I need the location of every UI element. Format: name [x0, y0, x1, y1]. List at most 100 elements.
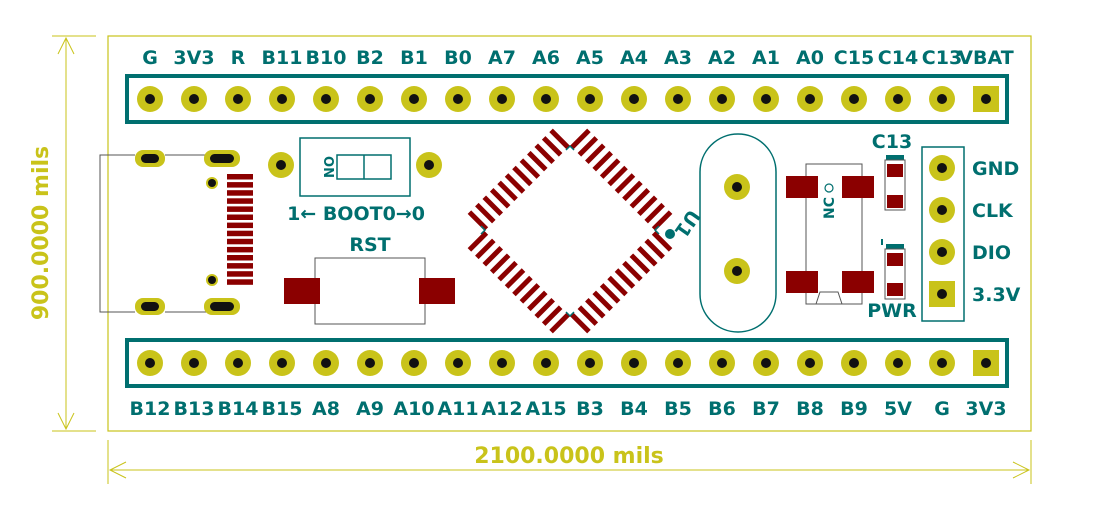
mcu-pin-pad [592, 290, 613, 312]
top-header-pin-label: A1 [752, 47, 780, 69]
top-header-pin-drill [937, 94, 947, 104]
top-header-pin-label: G [142, 47, 158, 69]
top-header-pin-drill [761, 94, 771, 104]
led-pad [887, 253, 903, 266]
mcu-pin-pad [475, 202, 496, 224]
mcu-pin-pad [629, 253, 651, 274]
mcu-ref-label: U1 [670, 205, 704, 241]
board-outline [107, 35, 1032, 432]
bottom-header-pin-drill [497, 358, 507, 368]
regulator-pad [786, 271, 818, 293]
usb-signal-pad [227, 222, 253, 229]
led-pad [887, 283, 903, 296]
mcu-pin-pad [651, 231, 673, 252]
top-header-pin-drill [321, 94, 331, 104]
mcu-chip: U1 [467, 128, 704, 334]
top-header-pin-drill [629, 94, 639, 104]
mcu-pin-pad [519, 283, 541, 304]
bottom-header-pin-drill [585, 358, 595, 368]
mcu-pin-pad [497, 180, 518, 202]
top-header-pin-drill [189, 94, 199, 104]
bottom-header-pin-label: A11 [437, 398, 478, 420]
usb-signal-pad [227, 271, 253, 277]
mcu-pin-pad [541, 136, 563, 157]
top-header-pin-label: VBAT [958, 47, 1013, 69]
bottom-header-pin-label: A12 [481, 398, 522, 420]
swd-pin-label: 3.3V [972, 284, 1021, 306]
usb-signal-pad [227, 206, 253, 212]
bottom-header-pin-label: G [934, 398, 950, 420]
top-header-pin-label: B0 [444, 47, 472, 69]
top-header-pin-label: A5 [576, 47, 604, 69]
bottom-header-pin-label: B8 [796, 398, 824, 420]
mcu-pin-pad [482, 195, 504, 216]
regulator-pad [786, 176, 818, 198]
mcu-pin-pad [504, 268, 526, 289]
top-header-pin-drill [233, 94, 243, 104]
top-header-pin-drill [453, 94, 463, 104]
mcu-pin-pad [570, 128, 591, 150]
regulator-nc-label: NC [822, 197, 838, 219]
swd-pin-label: GND [972, 158, 1019, 180]
bottom-header-pin-drill [629, 358, 639, 368]
usb-signal-pad [227, 214, 253, 220]
mcu-pin-pad [475, 238, 496, 260]
top-header-pin-drill [981, 94, 991, 104]
top-header-pin-label: C15 [834, 47, 874, 69]
top-header-pin-drill [365, 94, 375, 104]
top-header-pin-drill [277, 94, 287, 104]
bottom-header-pin-drill [541, 358, 551, 368]
bottom-header-pin-label: B6 [708, 398, 736, 420]
mcu-pin-pad [644, 238, 665, 260]
bottom-header-pin-label: B7 [752, 398, 780, 420]
bottom-header-pin-label: B13 [174, 398, 215, 420]
boot0-label: 1← BOOT0→0 [287, 203, 425, 225]
reset-pad [419, 278, 455, 304]
mcu-pin-pad [636, 246, 658, 267]
reset-pad [284, 278, 320, 304]
top-header-pin-label: R [231, 47, 246, 69]
mcu-pin-pad [607, 165, 628, 187]
mcu-pin-pad [592, 150, 613, 172]
usb-signal-pad [227, 198, 253, 204]
usb-signal-pad [227, 238, 253, 245]
bottom-header-pin-label: B5 [664, 398, 692, 420]
top-header-pin-label: A3 [664, 47, 692, 69]
top-header-pin-label: C13 [922, 47, 962, 69]
mcu-pin-pad [622, 180, 643, 202]
top-header-pin-drill [585, 94, 595, 104]
bottom-header-pin-drill [937, 358, 947, 368]
top-header-pin-label: A4 [620, 47, 648, 69]
top-header-pin-label: 3V3 [173, 47, 214, 69]
bottom-header-pin-drill [321, 358, 331, 368]
mcu-pin-pad [644, 202, 665, 224]
bottom-header-pin-drill [145, 358, 155, 368]
mcu-pin-pad [607, 275, 628, 297]
mcu-pin-pad [577, 136, 599, 157]
mcu-pin-pad [549, 312, 570, 334]
mcu-pin-pad [651, 210, 673, 231]
bottom-header-pin-label: B4 [620, 398, 648, 420]
regulator-pad [842, 176, 874, 198]
top-header-outline [125, 74, 1009, 124]
top-header-pads [137, 86, 999, 112]
led-pad [887, 195, 903, 208]
bottom-header-pin-drill [981, 358, 991, 368]
top-header-pin-drill [497, 94, 507, 104]
bottom-header-pin-drill [893, 358, 903, 368]
bottom-header-pin-drill [365, 358, 375, 368]
swd-header-pads [929, 155, 955, 307]
bottom-header-pin-drill [409, 358, 419, 368]
voltage-regulator: NC [786, 163, 874, 305]
mcu-pin-pad [504, 173, 526, 194]
mcu-pin-pad [599, 158, 621, 179]
mcu-pin-pad [512, 165, 533, 187]
bottom-header-pin-label: A10 [393, 398, 434, 420]
boot-switch: ON 1← BOOT0→0 [268, 137, 442, 225]
top-header-pin-label: B10 [306, 47, 347, 69]
bottom-header-pin-drill [761, 358, 771, 368]
